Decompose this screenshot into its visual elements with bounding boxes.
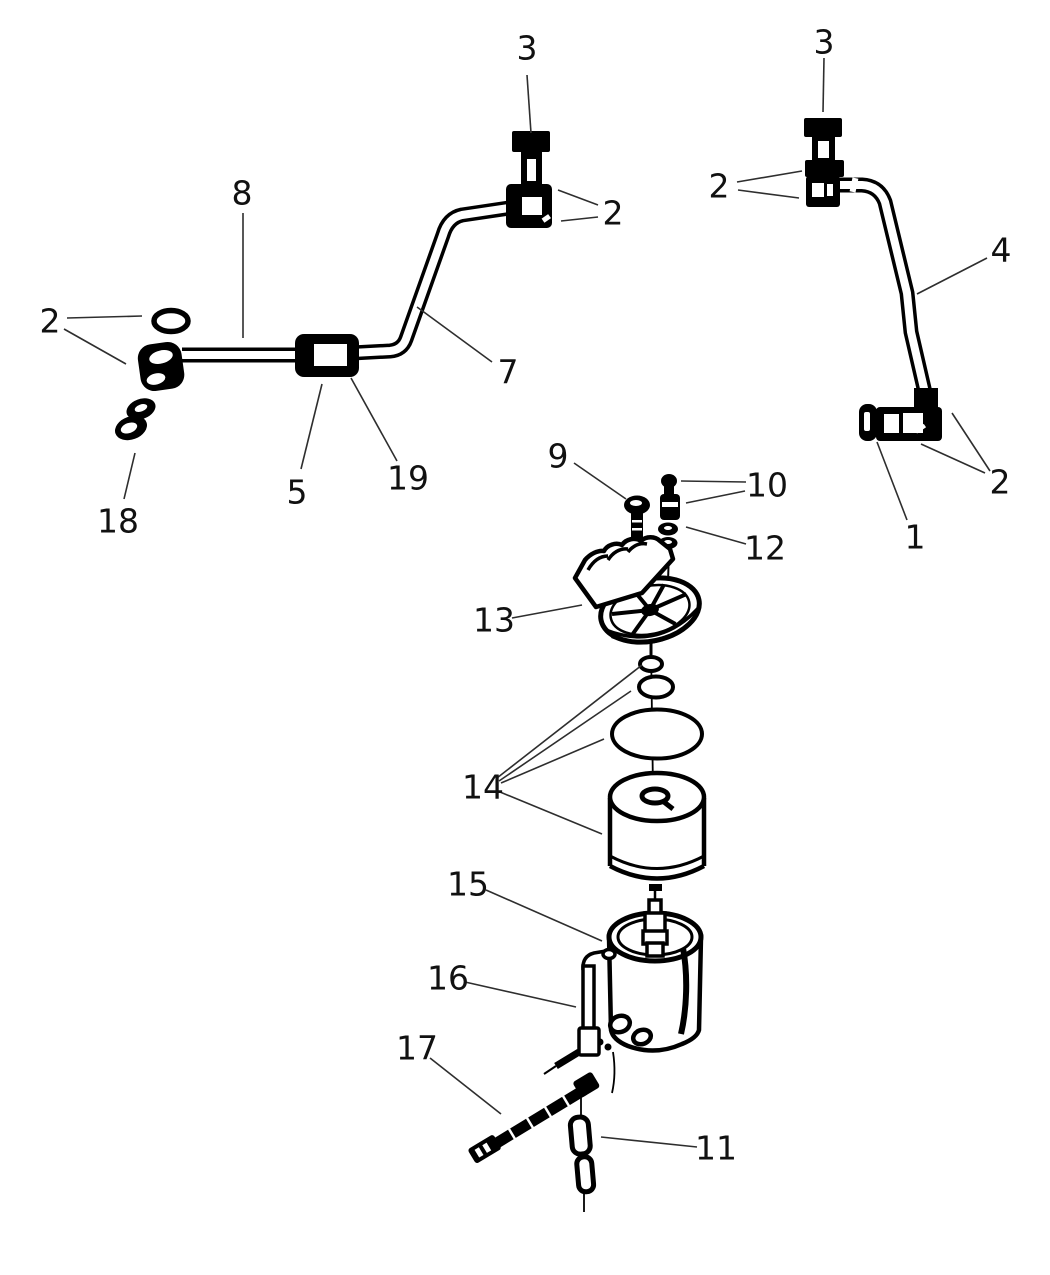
callout-label-3: 3 bbox=[517, 29, 538, 68]
callout-label-8: 8 bbox=[232, 174, 253, 213]
short-tubes bbox=[567, 1097, 597, 1212]
callout-label-12: 12 bbox=[744, 529, 786, 568]
leader-line-2 bbox=[63, 328, 127, 365]
leader-line-18 bbox=[123, 452, 136, 500]
callout-label-14: 14 bbox=[462, 768, 504, 807]
callout-label-10: 10 bbox=[746, 466, 788, 505]
leader-line-7 bbox=[416, 306, 493, 363]
drain-valve bbox=[577, 1026, 601, 1057]
filter-header bbox=[572, 535, 702, 655]
leader-line-4 bbox=[916, 257, 988, 295]
leader-line-10 bbox=[680, 480, 747, 483]
callout-label-9: 9 bbox=[548, 437, 569, 476]
leader-line-3 bbox=[526, 74, 532, 134]
leader-line-15 bbox=[485, 889, 603, 942]
leader-line-14 bbox=[496, 664, 643, 779]
callout-label-11: 11 bbox=[695, 1129, 737, 1168]
header-bracket bbox=[572, 535, 676, 610]
filter-element bbox=[607, 770, 707, 881]
elbow-fitting-left bbox=[137, 341, 185, 392]
callout-label-16: 16 bbox=[427, 959, 469, 998]
leader-line-14 bbox=[500, 738, 605, 784]
canister-port bbox=[630, 1027, 654, 1047]
callout-label-15: 15 bbox=[447, 865, 489, 904]
supply-line-top-fitting bbox=[506, 131, 552, 228]
valve-fitting bbox=[660, 474, 680, 520]
filter-canister bbox=[596, 898, 704, 1053]
leader-line-12 bbox=[685, 526, 747, 545]
callout-label-4: 4 bbox=[991, 231, 1012, 270]
return-line-top-fitting bbox=[804, 118, 844, 207]
callout-label-2: 2 bbox=[603, 194, 624, 233]
callout-layer: 3 2 3 2 4 8 2 7 5 19 18 9 10 12 2 1 13 14 15 16 17 11 bbox=[40, 23, 1012, 1168]
leader-line-9 bbox=[573, 462, 627, 500]
leader-line-2 bbox=[557, 189, 599, 206]
return-tube bbox=[837, 177, 934, 399]
canister-standpipe bbox=[641, 898, 669, 958]
quick-connector bbox=[295, 334, 359, 377]
drain-hose bbox=[468, 1072, 600, 1163]
leader-line-10 bbox=[685, 490, 746, 504]
leader-line-2 bbox=[560, 216, 599, 222]
short-tube bbox=[567, 1114, 593, 1157]
o-ring-seal bbox=[151, 307, 191, 335]
callout-label-2: 2 bbox=[40, 302, 61, 341]
leader-line-14 bbox=[499, 791, 603, 835]
gasket bbox=[610, 707, 704, 761]
medium-o-ring bbox=[637, 674, 675, 700]
fitting-cap bbox=[804, 118, 842, 137]
return-line-assembly bbox=[804, 118, 942, 441]
leader-line-16 bbox=[464, 981, 577, 1008]
callout-label-7: 7 bbox=[498, 353, 519, 392]
leader-line-19 bbox=[350, 377, 398, 462]
supply-line-assembly bbox=[115, 131, 552, 441]
filter-assembly bbox=[468, 474, 707, 1212]
callout-label-2: 2 bbox=[990, 463, 1011, 502]
fitting-cap bbox=[512, 131, 550, 152]
drain-standpipe bbox=[543, 947, 617, 1094]
leader-line-11 bbox=[600, 1136, 698, 1148]
canister-port bbox=[607, 1013, 633, 1035]
mounting-bolt bbox=[624, 495, 650, 541]
short-tube bbox=[574, 1154, 597, 1195]
leader-line-2 bbox=[66, 315, 143, 319]
callout-label-5: 5 bbox=[287, 473, 308, 512]
fitting-nut bbox=[805, 160, 844, 177]
callout-label-18: 18 bbox=[97, 502, 139, 541]
leader-line-2 bbox=[736, 170, 803, 183]
callout-label-17: 17 bbox=[396, 1029, 438, 1068]
leader-line-2 bbox=[737, 189, 800, 199]
leader-line-17 bbox=[429, 1057, 502, 1115]
callout-label-1: 1 bbox=[905, 518, 926, 557]
small-o-ring bbox=[638, 655, 664, 673]
element-stem bbox=[649, 884, 662, 891]
callout-label-2: 2 bbox=[709, 167, 730, 206]
callout-label-19: 19 bbox=[387, 459, 429, 498]
leader-line-2 bbox=[951, 412, 991, 472]
leader-line-3 bbox=[822, 57, 825, 113]
callout-label-13: 13 bbox=[473, 601, 515, 640]
supply-tube-riser-bore bbox=[351, 204, 510, 357]
leader-line-1 bbox=[876, 441, 908, 521]
leader-line-5 bbox=[300, 383, 323, 470]
return-line-end-fitting bbox=[859, 388, 942, 441]
return-tube-bore bbox=[837, 181, 930, 398]
leader-line-13 bbox=[511, 604, 583, 619]
grommet bbox=[115, 398, 156, 441]
leader-line-2 bbox=[920, 443, 986, 474]
callout-label-3: 3 bbox=[814, 23, 835, 62]
leader-line-14 bbox=[498, 690, 632, 782]
